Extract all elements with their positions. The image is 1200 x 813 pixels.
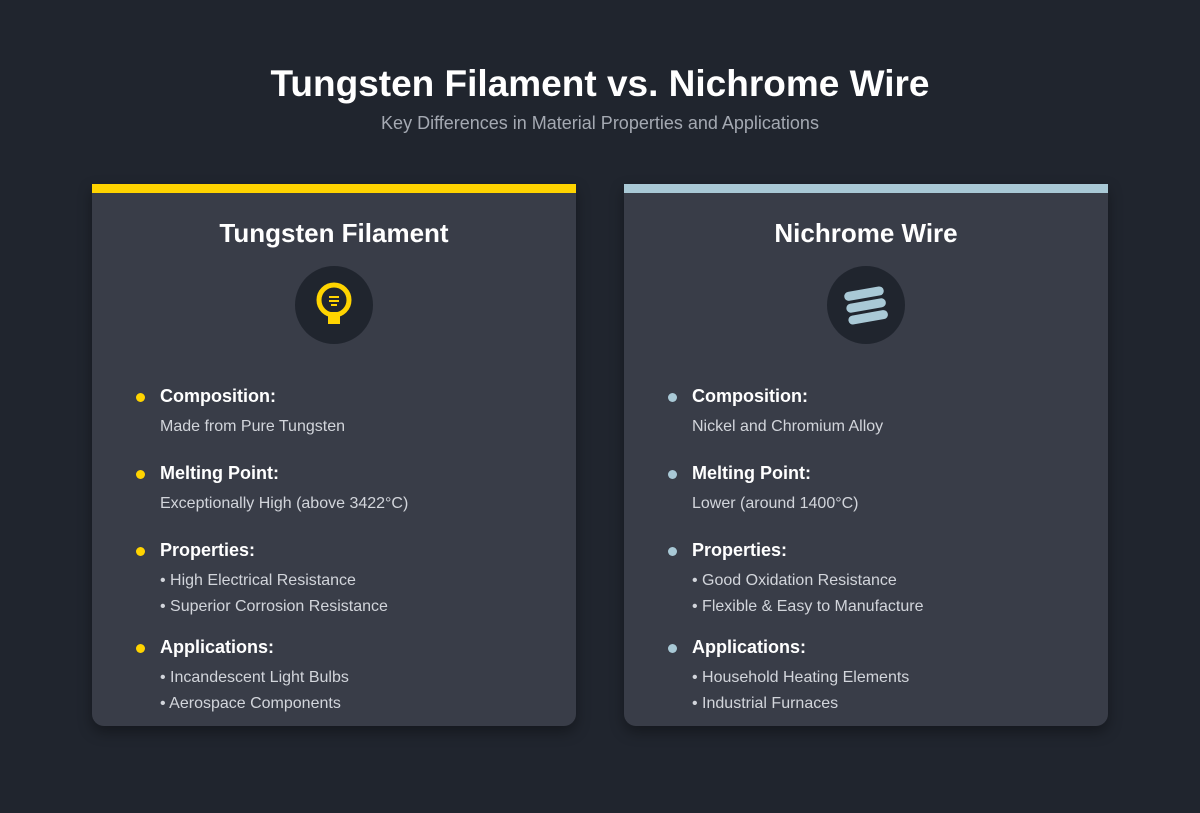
section-label: Melting Point: <box>692 463 811 483</box>
bullet-dot-icon <box>136 393 145 402</box>
nichrome-card: Nichrome Wire Composition: Nickel and Ch… <box>624 184 1108 726</box>
section-text: Nickel and Chromium Alloy <box>692 418 884 435</box>
section-text: • Good Oxidation Resistance <box>692 572 897 589</box>
section-label: Applications: <box>692 637 807 657</box>
section-text: • Household Heating Elements <box>692 669 910 686</box>
bullet-dot-icon <box>136 644 145 653</box>
nichrome-accent-bar <box>624 184 1108 193</box>
section-text: • Flexible & Easy to Manufacture <box>692 598 924 615</box>
lightbulb-icon <box>295 266 373 344</box>
page-subtitle: Key Differences in Material Properties a… <box>381 113 819 133</box>
section-text: Lower (around 1400°C) <box>692 495 859 512</box>
coil-wire-icon <box>827 266 905 344</box>
bullet-dot-icon <box>668 644 677 653</box>
page-title: Tungsten Filament vs. Nichrome Wire <box>270 63 930 104</box>
tungsten-accent-bar <box>92 184 576 193</box>
bullet-dot-icon <box>668 393 677 402</box>
bullet-dot-icon <box>136 470 145 479</box>
section-text: • High Electrical Resistance <box>160 572 356 589</box>
card-title: Nichrome Wire <box>774 218 958 248</box>
bullet-dot-icon <box>668 470 677 479</box>
section-text: • Incandescent Light Bulbs <box>160 669 349 686</box>
tungsten-card: Tungsten Filament Composition: Made from… <box>92 184 576 726</box>
section-text: Exceptionally High (above 3422°C) <box>160 495 409 512</box>
section-text: • Industrial Furnaces <box>692 695 839 712</box>
section-text: • Superior Corrosion Resistance <box>160 598 388 615</box>
section-label: Applications: <box>160 637 275 657</box>
bullet-dot-icon <box>668 547 677 556</box>
section-label: Composition: <box>692 386 808 406</box>
section-text: Made from Pure Tungsten <box>160 418 345 435</box>
section-text: • Aerospace Components <box>160 695 341 712</box>
section-label: Melting Point: <box>160 463 279 483</box>
section-label: Properties: <box>160 540 256 560</box>
section-label: Composition: <box>160 386 276 406</box>
card-title: Tungsten Filament <box>219 218 449 248</box>
bullet-dot-icon <box>136 547 145 556</box>
header: Tungsten Filament vs. Nichrome Wire Key … <box>0 62 1200 134</box>
section-label: Properties: <box>692 540 788 560</box>
